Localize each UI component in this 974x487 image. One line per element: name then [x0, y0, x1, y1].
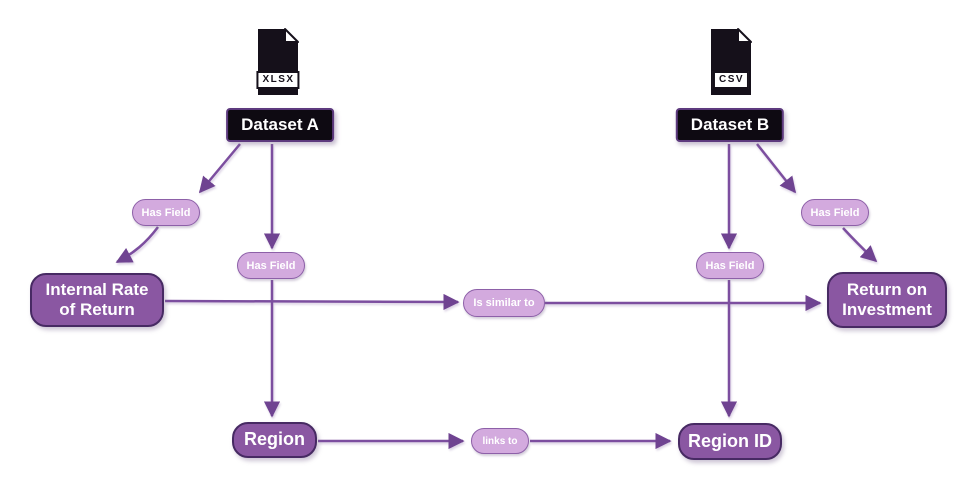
file-type-label-a: XLSX: [256, 70, 300, 89]
node-dataset-b: Dataset B: [675, 108, 785, 142]
edge-b-roi-seg1: [756, 143, 797, 194]
edge-b-roi-seg2: [842, 227, 878, 263]
edge-label-has-field-b-regionid: Has Field: [696, 252, 764, 279]
edge-a-irr-seg2: [115, 226, 159, 264]
node-internal-rate-of-return: Internal Rate of Return: [30, 273, 164, 327]
edge-label-has-field-b-roi: Has Field: [801, 199, 869, 226]
edge-label-has-field-a-region: Has Field: [237, 252, 305, 279]
xlsx-file-icon: XLSX: [252, 28, 304, 96]
node-region-id: Region ID: [678, 423, 782, 460]
edge-label-links-to: links to: [471, 428, 529, 454]
node-region: Region: [232, 422, 317, 458]
edge-label-has-field-a-irr: Has Field: [132, 199, 200, 226]
edge-a-irr-seg1: [198, 143, 241, 194]
file-type-label-b: CSV: [712, 70, 750, 89]
csv-file-icon: CSV: [705, 28, 757, 96]
node-dataset-a: Dataset A: [226, 108, 334, 142]
edge-label-is-similar-to: Is similar to: [463, 289, 545, 317]
node-return-on-investment: Return on Investment: [827, 272, 947, 328]
edge-similar-seg1: [164, 293, 460, 311]
